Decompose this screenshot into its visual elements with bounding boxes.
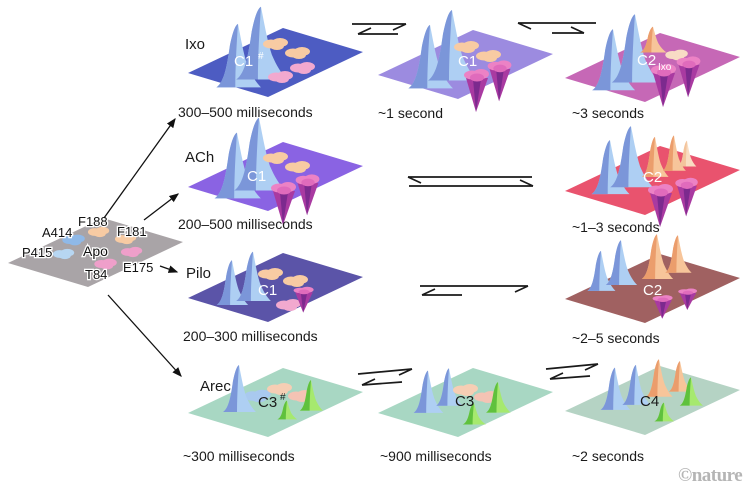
timescale-ixo-3: ~3 seconds xyxy=(572,105,644,121)
residue-label-f181: F181 xyxy=(117,224,147,239)
equilibrium-arrow-arec-2 xyxy=(545,363,599,380)
apo-panel: A414 F188 F181 P415 Apo E175 T84 xyxy=(8,213,183,287)
equilibrium-arrow-ixo-2 xyxy=(517,22,596,34)
state-label-c2ixo: C2 xyxy=(637,52,656,69)
timescale-pilo-1: 200–300 milliseconds xyxy=(183,328,318,344)
panel-pilo-2-surface xyxy=(565,254,740,323)
residue-label-a414: A414 xyxy=(42,225,72,240)
timescale-arec-3: ~2 seconds xyxy=(572,448,644,464)
panel-arec-2: C3 xyxy=(378,368,553,437)
arrow-apo-to-pilo xyxy=(159,265,179,273)
panel-ach-2: C2 xyxy=(565,126,740,227)
timescale-arec-1: ~300 milliseconds xyxy=(183,448,295,464)
state-label-c3-hash: C3 xyxy=(258,394,277,411)
equilibrium-arrow-ixo-1 xyxy=(352,23,407,35)
arrow-apo-to-ixo xyxy=(103,117,176,219)
panel-ixo-2: C1 xyxy=(378,10,553,112)
timescale-ach-1: 200–500 milliseconds xyxy=(178,216,313,232)
apo-label: Apo xyxy=(83,243,108,259)
state-label-c3: C3 xyxy=(455,393,474,410)
equilibrium-arrow-arec-1 xyxy=(357,368,413,386)
timescale-arec-2: ~900 milliseconds xyxy=(380,448,492,464)
arrow-apo-to-ach xyxy=(143,193,180,221)
residue-label-t84: T84 xyxy=(85,267,107,282)
state-label-c1: C1 xyxy=(458,53,477,70)
ligand-label-ach: ACh xyxy=(185,149,214,166)
residue-label-f188: F188 xyxy=(78,214,108,229)
panel-arec-1: C3 # xyxy=(188,365,363,437)
panel-arec-2-surface xyxy=(378,368,553,437)
state-label-c1: C1 xyxy=(258,282,277,299)
panel-ixo-1-surface xyxy=(188,28,363,97)
state-label-c1-hash-sup: # xyxy=(258,51,264,62)
timescale-ixo-2: ~1 second xyxy=(378,105,443,121)
panel-ach-1-surface xyxy=(188,142,363,211)
equilibrium-arrow-pilo xyxy=(420,285,529,296)
apo-panel-surface xyxy=(8,218,183,287)
state-label-c1-hash: C1 xyxy=(234,53,253,70)
nature-watermark: ©nature xyxy=(678,465,742,486)
timescale-ach-2: ~1–3 seconds xyxy=(572,219,660,235)
panel-ixo-3: C2 Ixo xyxy=(565,14,740,107)
ligand-label-ixo: Ixo xyxy=(185,36,205,53)
residue-label-e175: E175 xyxy=(123,260,153,275)
equilibrium-arrow-ach xyxy=(407,176,534,187)
ligand-label-arec: Arec xyxy=(200,378,231,395)
residue-label-p415: P415 xyxy=(22,245,52,260)
state-label-c3-hash-sup: # xyxy=(280,392,286,403)
panel-arec-1-surface xyxy=(188,368,363,437)
state-label-c2: C2 xyxy=(643,282,662,299)
panel-pilo-1: C1 xyxy=(188,251,363,322)
timescale-ixo-1: 300–500 milliseconds xyxy=(178,104,313,120)
ligand-label-pilo: Pilo xyxy=(186,265,211,282)
state-label-c1: C1 xyxy=(247,168,266,185)
panel-ach-1: C1 xyxy=(188,117,363,225)
panel-ach-2-surface xyxy=(565,146,740,215)
panel-arec-3: C4 xyxy=(565,359,740,435)
timescale-pilo-2: ~2–5 seconds xyxy=(572,330,660,346)
state-label-c2: C2 xyxy=(643,169,662,186)
panel-arec-3-surface xyxy=(565,366,740,435)
state-label-c4: C4 xyxy=(640,393,659,410)
panel-ixo-1: C1 # xyxy=(188,6,363,97)
panel-pilo-2: C2 xyxy=(565,234,740,323)
arrow-apo-to-arec xyxy=(107,294,182,377)
state-label-c2ixo-sub: Ixo xyxy=(658,62,672,73)
